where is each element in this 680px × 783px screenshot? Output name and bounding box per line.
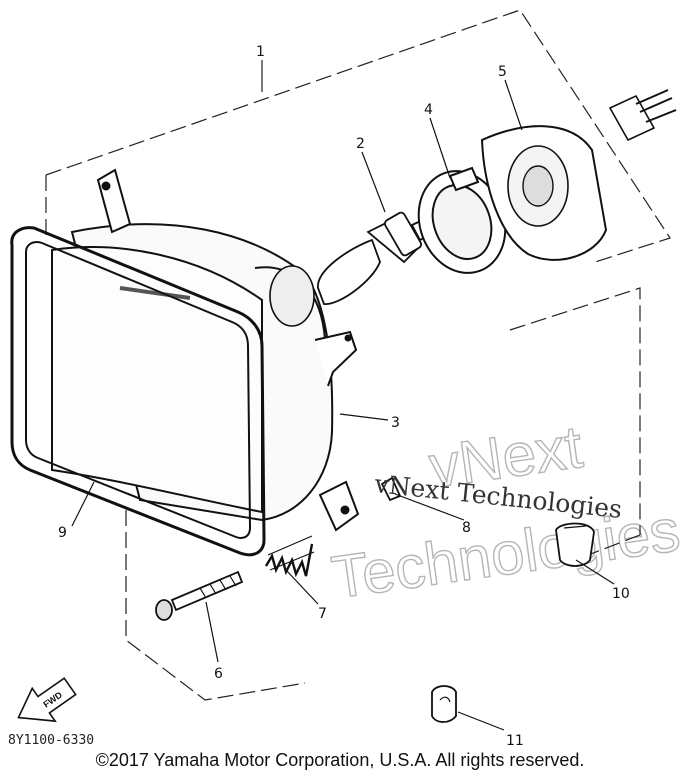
connector	[608, 89, 677, 142]
watermark-large: vNext Technologies	[327, 412, 680, 612]
leader-lines	[71, 79, 615, 731]
clip-part-11	[431, 685, 457, 723]
callout-5: 5	[498, 64, 507, 80]
callout-2: 2	[356, 136, 365, 152]
headlight-unit	[51, 168, 360, 532]
callout-4: 4	[424, 102, 433, 118]
callout-1: 1	[256, 44, 265, 60]
part-code: 8Y1100-6330	[8, 733, 94, 748]
fwd-arrow-icon: FWD	[17, 677, 77, 723]
clip-part-10	[555, 522, 595, 567]
callout-9: 9	[58, 525, 67, 541]
assembly-boundary	[45, 9, 671, 701]
callout-7: 7	[318, 606, 327, 622]
callouts: 1 2 3 4 5 6 7 8 9 10 11	[58, 44, 630, 749]
callout-8: 8	[462, 520, 471, 536]
callout-11: 11	[506, 733, 524, 749]
callout-6: 6	[214, 666, 223, 682]
callout-10: 10	[612, 586, 630, 602]
cover-part-5	[480, 125, 608, 261]
spring-part-7	[264, 535, 315, 578]
screw-part-6	[155, 570, 244, 621]
rim-part-9	[10, 226, 266, 557]
socket-part-4	[417, 166, 507, 274]
callout-3: 3	[391, 415, 400, 431]
copyright-notice: ©2017 Yamaha Motor Corporation, U.S.A. A…	[95, 750, 585, 770]
